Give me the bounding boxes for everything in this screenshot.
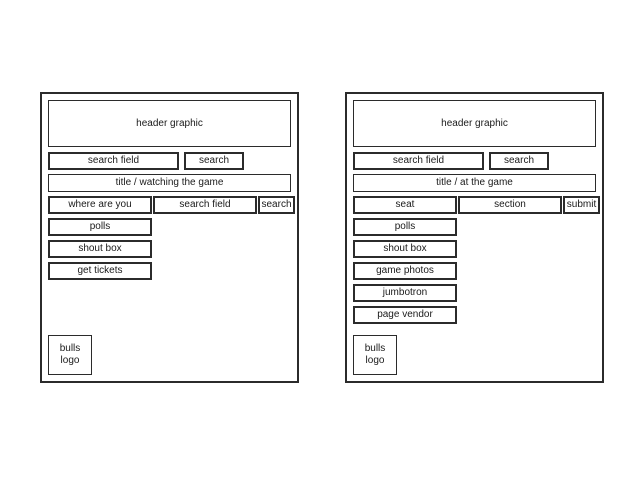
logo-line-1: bulls [59, 342, 81, 354]
search-button[interactable]: search [184, 152, 244, 170]
nav-button-polls[interactable]: polls [48, 218, 152, 236]
logo-line-1: bulls [364, 342, 386, 354]
location-search-button[interactable]: search [258, 196, 295, 214]
bulls-logo-placeholder: bulls logo [353, 335, 397, 375]
bulls-logo-placeholder: bulls logo [48, 335, 92, 375]
page-title-bar: title / at the game [353, 174, 596, 192]
search-button[interactable]: search [489, 152, 549, 170]
wireframe-panel-watching-the-game: header graphic search field search title… [40, 92, 299, 383]
nav-button-shout-box[interactable]: shout box [48, 240, 152, 258]
nav-button-jumbotron[interactable]: jumbotron [353, 284, 457, 302]
header-graphic-placeholder: header graphic [353, 100, 596, 147]
location-search-input[interactable]: search field [153, 196, 257, 214]
submit-button[interactable]: submit [563, 196, 600, 214]
header-graphic-placeholder: header graphic [48, 100, 291, 147]
nav-button-game-photos[interactable]: game photos [353, 262, 457, 280]
seat-input[interactable]: seat [353, 196, 457, 214]
nav-button-shout-box[interactable]: shout box [353, 240, 457, 258]
section-input[interactable]: section [458, 196, 562, 214]
logo-line-2: logo [365, 355, 385, 366]
search-input[interactable]: search field [353, 152, 484, 170]
search-input[interactable]: search field [48, 152, 179, 170]
panel-content-watching: header graphic search field search title… [42, 94, 297, 381]
wireframe-panel-at-the-game: header graphic search field search title… [345, 92, 604, 383]
nav-button-get-tickets[interactable]: get tickets [48, 262, 152, 280]
logo-line-2: logo [60, 355, 80, 366]
where-are-you-button[interactable]: where are you [48, 196, 152, 214]
nav-button-polls[interactable]: polls [353, 218, 457, 236]
panel-content-atgame: header graphic search field search title… [347, 94, 602, 381]
nav-button-page-vendor[interactable]: page vendor [353, 306, 457, 324]
page-title-bar: title / watching the game [48, 174, 291, 192]
